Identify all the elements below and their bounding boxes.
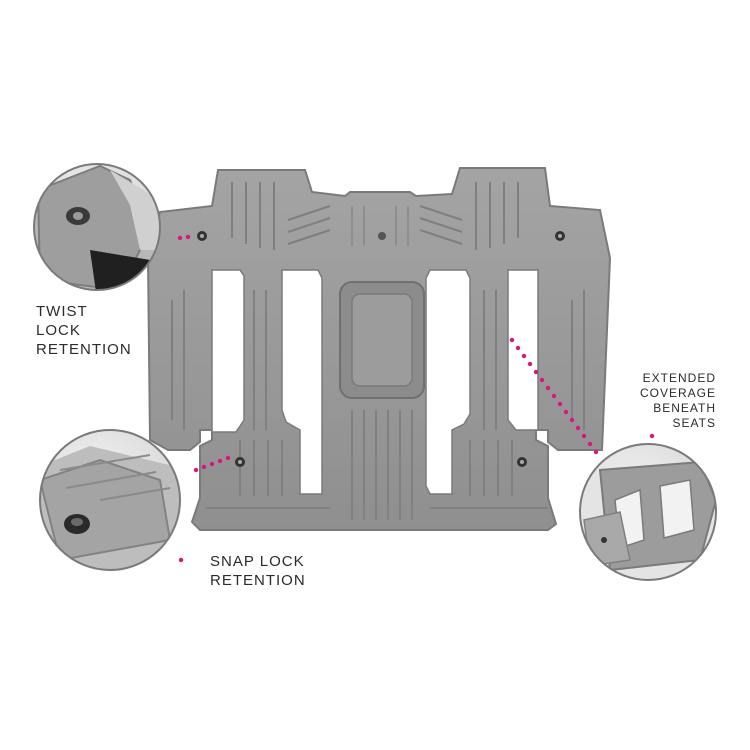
twist-lock-retention-label: TWIST LOCK RETENTION [36, 303, 132, 359]
snap-lock-retention-label: SNAP LOCK RETENTION [210, 553, 306, 591]
mat-ridges-top-right [419, 182, 519, 250]
mat-cutout-left-inner [281, 269, 323, 495]
snap-lock-line-2: RETENTION [210, 571, 306, 589]
snap-lock-line-1: SNAP LOCK [210, 553, 305, 570]
retention-post-icons [197, 231, 565, 467]
mat-side-details [171, 290, 585, 430]
extended-coverage-label: EXTENDED COVERAGE BENEATH SEATS [640, 371, 716, 431]
twist-lock-line-2: LOCK [36, 321, 81, 339]
callout-dotted-lines [177, 234, 655, 563]
mat-ridges-bottom [206, 440, 548, 509]
mat-center-pad-inner [351, 293, 413, 387]
extended-line-2: COVERAGE [639, 386, 716, 400]
mat-ridges-center-lower [351, 410, 413, 520]
mat-ridges-top-left [231, 182, 331, 250]
twist-lock-line-1: TWIST [36, 303, 88, 320]
twist-lock-line-3: RETENTION [36, 340, 132, 358]
mat-cutout-right-outer [507, 269, 539, 431]
extended-line-3: BENEATH [653, 401, 716, 415]
floor-mat [146, 167, 612, 531]
extended-line-1: EXTENDED [642, 371, 716, 385]
zoom-circle-twist-lock [33, 163, 161, 291]
mat-cutout-right-inner [425, 269, 471, 495]
mat-cutout-left-outer [211, 269, 245, 433]
mat-ridges-top-center [351, 206, 409, 246]
extended-line-4: SEATS [672, 416, 716, 430]
zoom-circle-snap-lock [39, 429, 181, 571]
zoom-circle-extended-coverage [579, 443, 717, 581]
